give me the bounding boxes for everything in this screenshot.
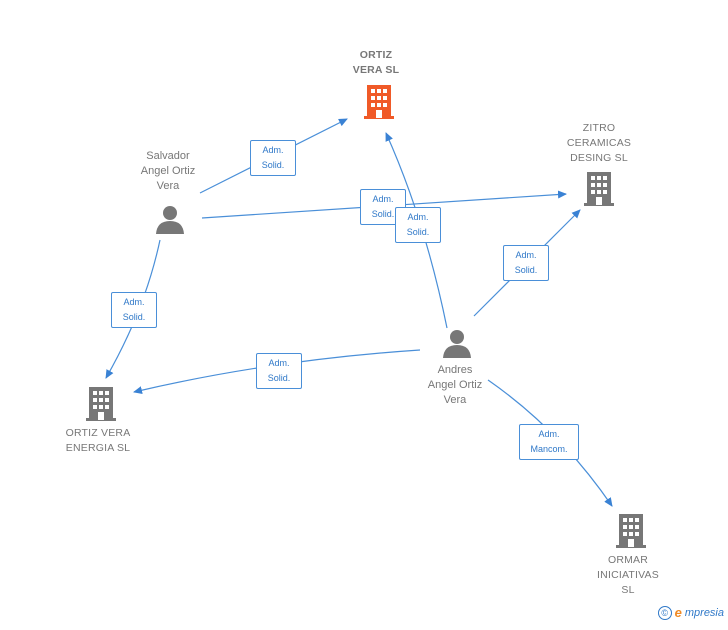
person-icon[interactable] (442, 328, 472, 358)
node-label-andres[interactable]: Andres Angel Ortiz Vera (427, 364, 483, 406)
building-icon[interactable] (364, 85, 394, 119)
relation-label: Adm. Solid. (250, 140, 296, 176)
building-icon[interactable] (584, 172, 614, 206)
node-label-ormar[interactable]: ORMAR INICIATIVAS SL (597, 554, 659, 596)
node-label-ortiz-vera-energia[interactable]: ORTIZ VERA ENERGIA SL (65, 427, 131, 454)
brand-name: mpresia (684, 606, 724, 619)
person-icon[interactable] (155, 204, 185, 234)
node-label-zitro[interactable]: ZITRO CERAMICAS DESING SL (566, 122, 632, 164)
building-icon[interactable] (86, 387, 116, 421)
node-label-ortiz-vera-sl[interactable]: ORTIZ VERA SL (352, 49, 400, 76)
relation-label: Adm. Solid. (111, 292, 157, 328)
relation-label: Adm. Mancom. (519, 424, 579, 460)
relation-label: Adm. Solid. (503, 245, 549, 281)
copyright-icon: © (657, 605, 672, 620)
relation-label: Adm. Solid. (395, 207, 441, 243)
node-label-salvador[interactable]: Salvador Angel Ortiz Vera (140, 150, 196, 192)
building-icon[interactable] (616, 514, 646, 548)
brand-e: e (674, 605, 682, 620)
relation-label: Adm. Solid. (256, 353, 302, 389)
